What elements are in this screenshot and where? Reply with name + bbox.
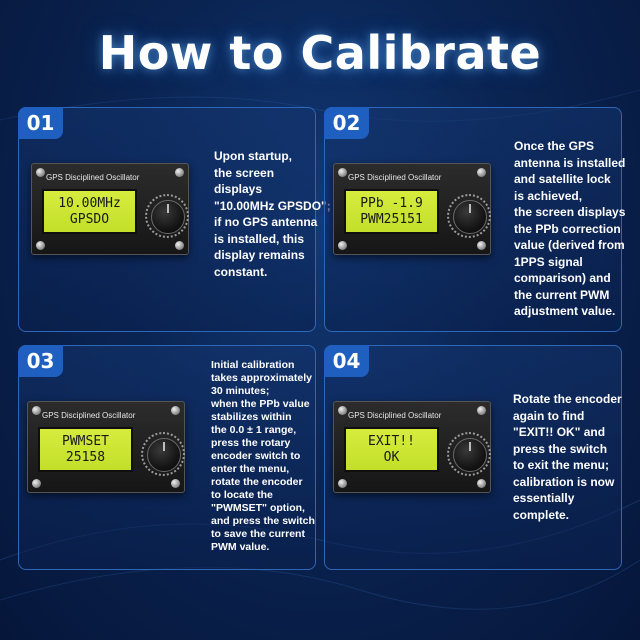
lcd-screen: EXIT!! OK [344,427,439,472]
step-description: Upon startup, the screen displays "10.00… [214,149,331,279]
step-number-badge: 04 [324,345,369,377]
lcd-screen: PWMSET 25158 [38,427,133,472]
screw-icon [477,168,486,177]
lcd-line-1: PPb -1.9 [360,195,423,211]
step-card-3: 03 GPS Disciplined Oscillator PWMSET 251… [18,345,316,570]
device-label: GPS Disciplined Oscillator [42,411,136,420]
step-description: Initial calibration takes approximately … [211,359,315,553]
lcd-line-1: 10.00MHz [58,195,121,211]
step-number-badge: 01 [18,107,63,139]
step-number-badge: 03 [18,345,63,377]
gpsdo-device: GPS Disciplined Oscillator PWMSET 25158 [27,401,185,493]
screw-icon [338,406,347,415]
lcd-line-1: PWMSET [62,433,109,449]
rotary-encoder-knob-icon [447,194,491,238]
gpsdo-device: GPS Disciplined Oscillator PPb -1.9 PWM2… [333,163,491,255]
lcd-line-2: 25158 [65,449,106,465]
gpsdo-device: GPS Disciplined Oscillator EXIT!! OK [333,401,491,493]
lcd-line-1: EXIT!! [368,433,415,449]
step-description: Once the GPS antenna is installed and sa… [514,139,626,318]
lcd-screen: 10.00MHz GPSDO [42,189,137,234]
screw-icon [32,406,41,415]
screw-icon [338,479,347,488]
screw-icon [477,241,486,250]
rotary-encoder-knob-icon [145,194,189,238]
lcd-line-2: GPSDO [69,211,110,227]
screw-icon [338,241,347,250]
screw-icon [36,241,45,250]
device-label: GPS Disciplined Oscillator [348,173,442,182]
screw-icon [338,168,347,177]
step-description: Rotate the encoder again to find "EXIT!!… [513,392,622,522]
step-card-4: 04 GPS Disciplined Oscillator EXIT!! OK … [324,345,622,570]
screw-icon [477,479,486,488]
device-label: GPS Disciplined Oscillator [46,173,140,182]
step-card-1: 01 GPS Disciplined Oscillator 10.00MHz G… [18,107,331,332]
screw-icon [171,479,180,488]
lcd-screen: PPb -1.9 PWM25151 [344,189,439,234]
lcd-line-2: OK [383,449,400,465]
device-label: GPS Disciplined Oscillator [348,411,442,420]
screw-icon [36,168,45,177]
screw-icon [175,168,184,177]
gpsdo-device: GPS Disciplined Oscillator 10.00MHz GPSD… [31,163,189,255]
step-number-badge: 02 [324,107,369,139]
screw-icon [171,406,180,415]
lcd-line-2: PWM25151 [360,211,423,227]
step-card-2: 02 GPS Disciplined Oscillator PPb -1.9 P… [324,107,626,332]
rotary-encoder-knob-icon [141,432,185,476]
screw-icon [477,406,486,415]
rotary-encoder-knob-icon [447,432,491,476]
screw-icon [32,479,41,488]
page-title: How to Calibrate [98,26,542,80]
screw-icon [175,241,184,250]
